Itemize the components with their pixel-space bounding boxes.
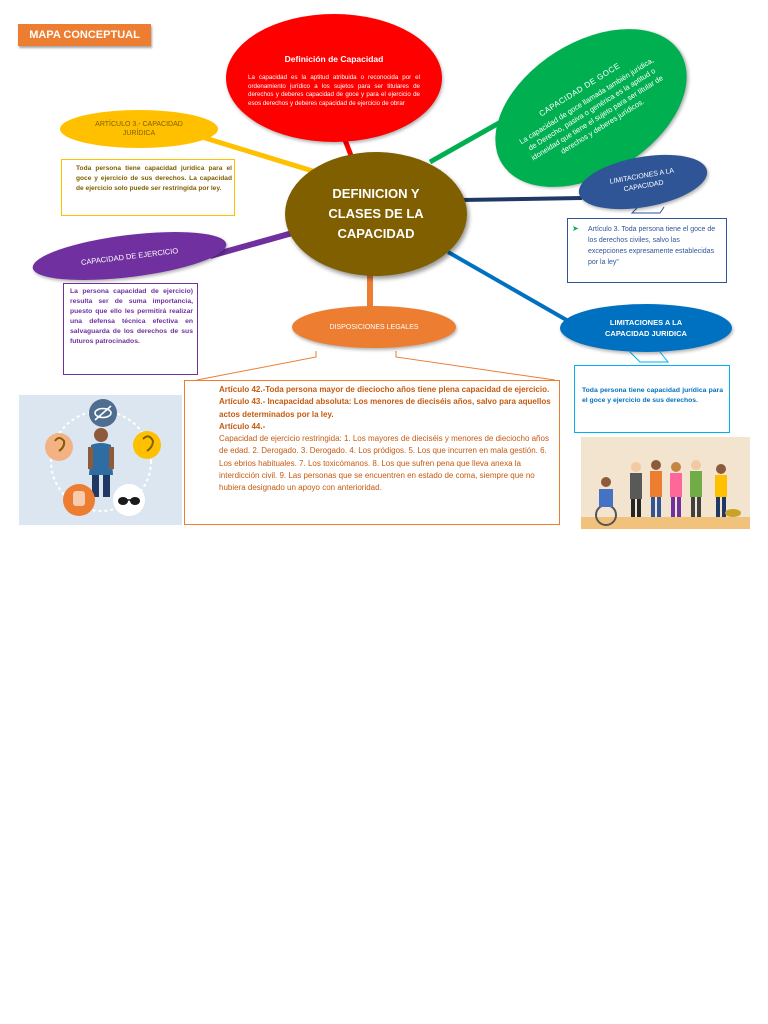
capacidad-ejercicio-title: CAPACIDAD DE EJERCICIO xyxy=(80,245,179,267)
limitaciones-juridica-box: Toda persona tiene capacidad jurídica pa… xyxy=(574,365,730,433)
limitaciones-juridica-node: LIMITACIONES A LA CAPACIDAD JURIDICA xyxy=(560,304,732,352)
callout-arrow-disposiciones-right xyxy=(395,351,556,381)
hearing-aid-icon xyxy=(45,433,73,461)
callout-arrow-limitaciones-juridica xyxy=(629,351,670,363)
articulo-44-heading: Artículo 44.- xyxy=(219,421,266,431)
articulo-3-text: Toda persona tiene capacidad jurídica pa… xyxy=(76,165,232,192)
connector-yellow xyxy=(204,135,317,175)
callout-arrow-limitaciones xyxy=(630,206,665,214)
person-icon xyxy=(88,428,114,497)
limitaciones-juridica-title: LIMITACIONES A LA CAPACIDAD JURIDICA xyxy=(605,318,687,338)
disposiciones-legales-title: DISPOSICIONES LEGALES xyxy=(329,323,419,331)
ear-icon xyxy=(133,431,161,459)
connector-blue xyxy=(447,250,571,324)
disabilities-illustration xyxy=(19,395,182,525)
definicion-capacidad-node: Definición de Capacidad La capacidad es … xyxy=(226,14,442,142)
articulo-3-title: ARTÍCULO 3.- CAPACIDAD JURÍDICA xyxy=(95,121,183,137)
articulo-3-node: ARTÍCULO 3.- CAPACIDAD JURÍDICA xyxy=(60,110,218,148)
capacidad-ejercicio-text: La persona capacidad de ejercicio) resul… xyxy=(70,288,193,345)
disposiciones-legales-node: DISPOSICIONES LEGALES xyxy=(292,306,456,348)
articulo-42-text: Artículo 42.-Toda persona mayor de dieci… xyxy=(219,385,550,394)
articulo-44-text: Capacidad de ejercicio restringida: 1. L… xyxy=(219,434,549,493)
diverse-people-illustration xyxy=(581,437,750,529)
dark-glasses-icon xyxy=(113,484,145,516)
definicion-text: La capacidad es la aptitud atribuida o r… xyxy=(248,74,420,107)
limitaciones-capacidad-title: LIMITACIONES A LA CAPACIDAD xyxy=(609,167,675,194)
connector-navy xyxy=(461,196,583,202)
wheelchair-person-icon xyxy=(595,477,617,526)
group-of-people-icon xyxy=(630,460,741,517)
capacidad-ejercicio-box: La persona capacidad de ejercicio) resul… xyxy=(63,283,198,375)
central-topic-title: DEFINICION Y CLASES DE LA CAPACIDAD xyxy=(328,186,424,241)
bullet-arrow-icon: ➤ xyxy=(572,224,579,233)
limitaciones-capacidad-box: ➤ Artículo 3. Toda persona tiene el goce… xyxy=(567,218,727,283)
disabilities-illustration-svg xyxy=(45,399,161,516)
connector-purple xyxy=(209,229,297,259)
limitaciones-capacidad-text: Artículo 3. Toda persona tiene el goce d… xyxy=(588,226,716,266)
callout-arrow-disposiciones xyxy=(196,351,317,381)
disposiciones-legales-box: Artículo 42.-Toda persona mayor de dieci… xyxy=(184,380,560,525)
articulo-43-text: Artículo 43.- Incapacidad absoluta: Los … xyxy=(219,397,551,419)
articulo-3-box: Toda persona tiene capacidad jurídica pa… xyxy=(61,159,235,216)
definicion-title: Definición de Capacidad xyxy=(284,54,384,64)
connector-lines xyxy=(196,107,670,381)
hand-stop-icon xyxy=(63,484,95,516)
blind-eye-icon xyxy=(89,399,117,427)
central-topic-node: DEFINICION Y CLASES DE LA CAPACIDAD xyxy=(285,152,467,276)
limitaciones-juridica-text: Toda persona tiene capacidad jurídica pa… xyxy=(582,387,723,404)
diverse-people-illustration-svg xyxy=(581,460,750,529)
mapa-conceptual-banner: MAPA CONCEPTUAL xyxy=(18,24,151,46)
